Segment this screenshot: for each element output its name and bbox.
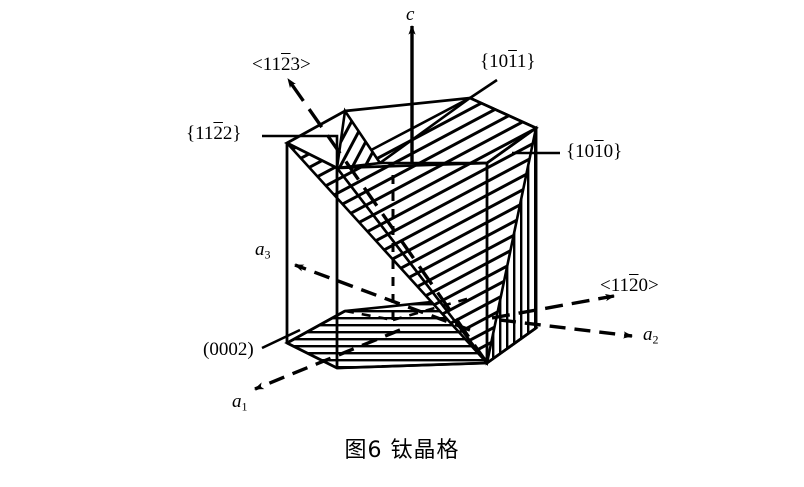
leader-1122 (262, 134, 339, 168)
hidden-bottom-edge-left (344, 309, 394, 322)
axis-label-a2: a2 (643, 324, 659, 347)
axis-label-a3: a3 (255, 239, 271, 262)
a3-axis-arrow (294, 263, 471, 332)
label-direction-1123: <1123> (252, 54, 311, 75)
label-plane-1010: {1010} (566, 141, 623, 162)
leader-lines (261, 78, 560, 350)
a1-axis-arrow (254, 328, 401, 391)
axis-label-c: c (406, 4, 415, 25)
direction-1123-arrow (286, 78, 489, 364)
axis-label-a1: a1 (232, 391, 248, 414)
hidden-bottom-edge-right (392, 296, 471, 322)
pyramidal-facet-top (335, 107, 383, 170)
label-direction-1120: <1120> (600, 275, 659, 296)
a2-axis-arrow (499, 318, 633, 339)
label-plane-0002: (0002) (203, 339, 254, 360)
direction-1120-arrow (491, 293, 615, 320)
label-plane-1122: {1122} (186, 123, 242, 144)
figure-caption: 图6 钛晶格 (344, 438, 460, 463)
leader-0002 (261, 328, 301, 350)
label-plane-1011: {1011} (480, 51, 536, 72)
leader-1011 (469, 78, 498, 100)
